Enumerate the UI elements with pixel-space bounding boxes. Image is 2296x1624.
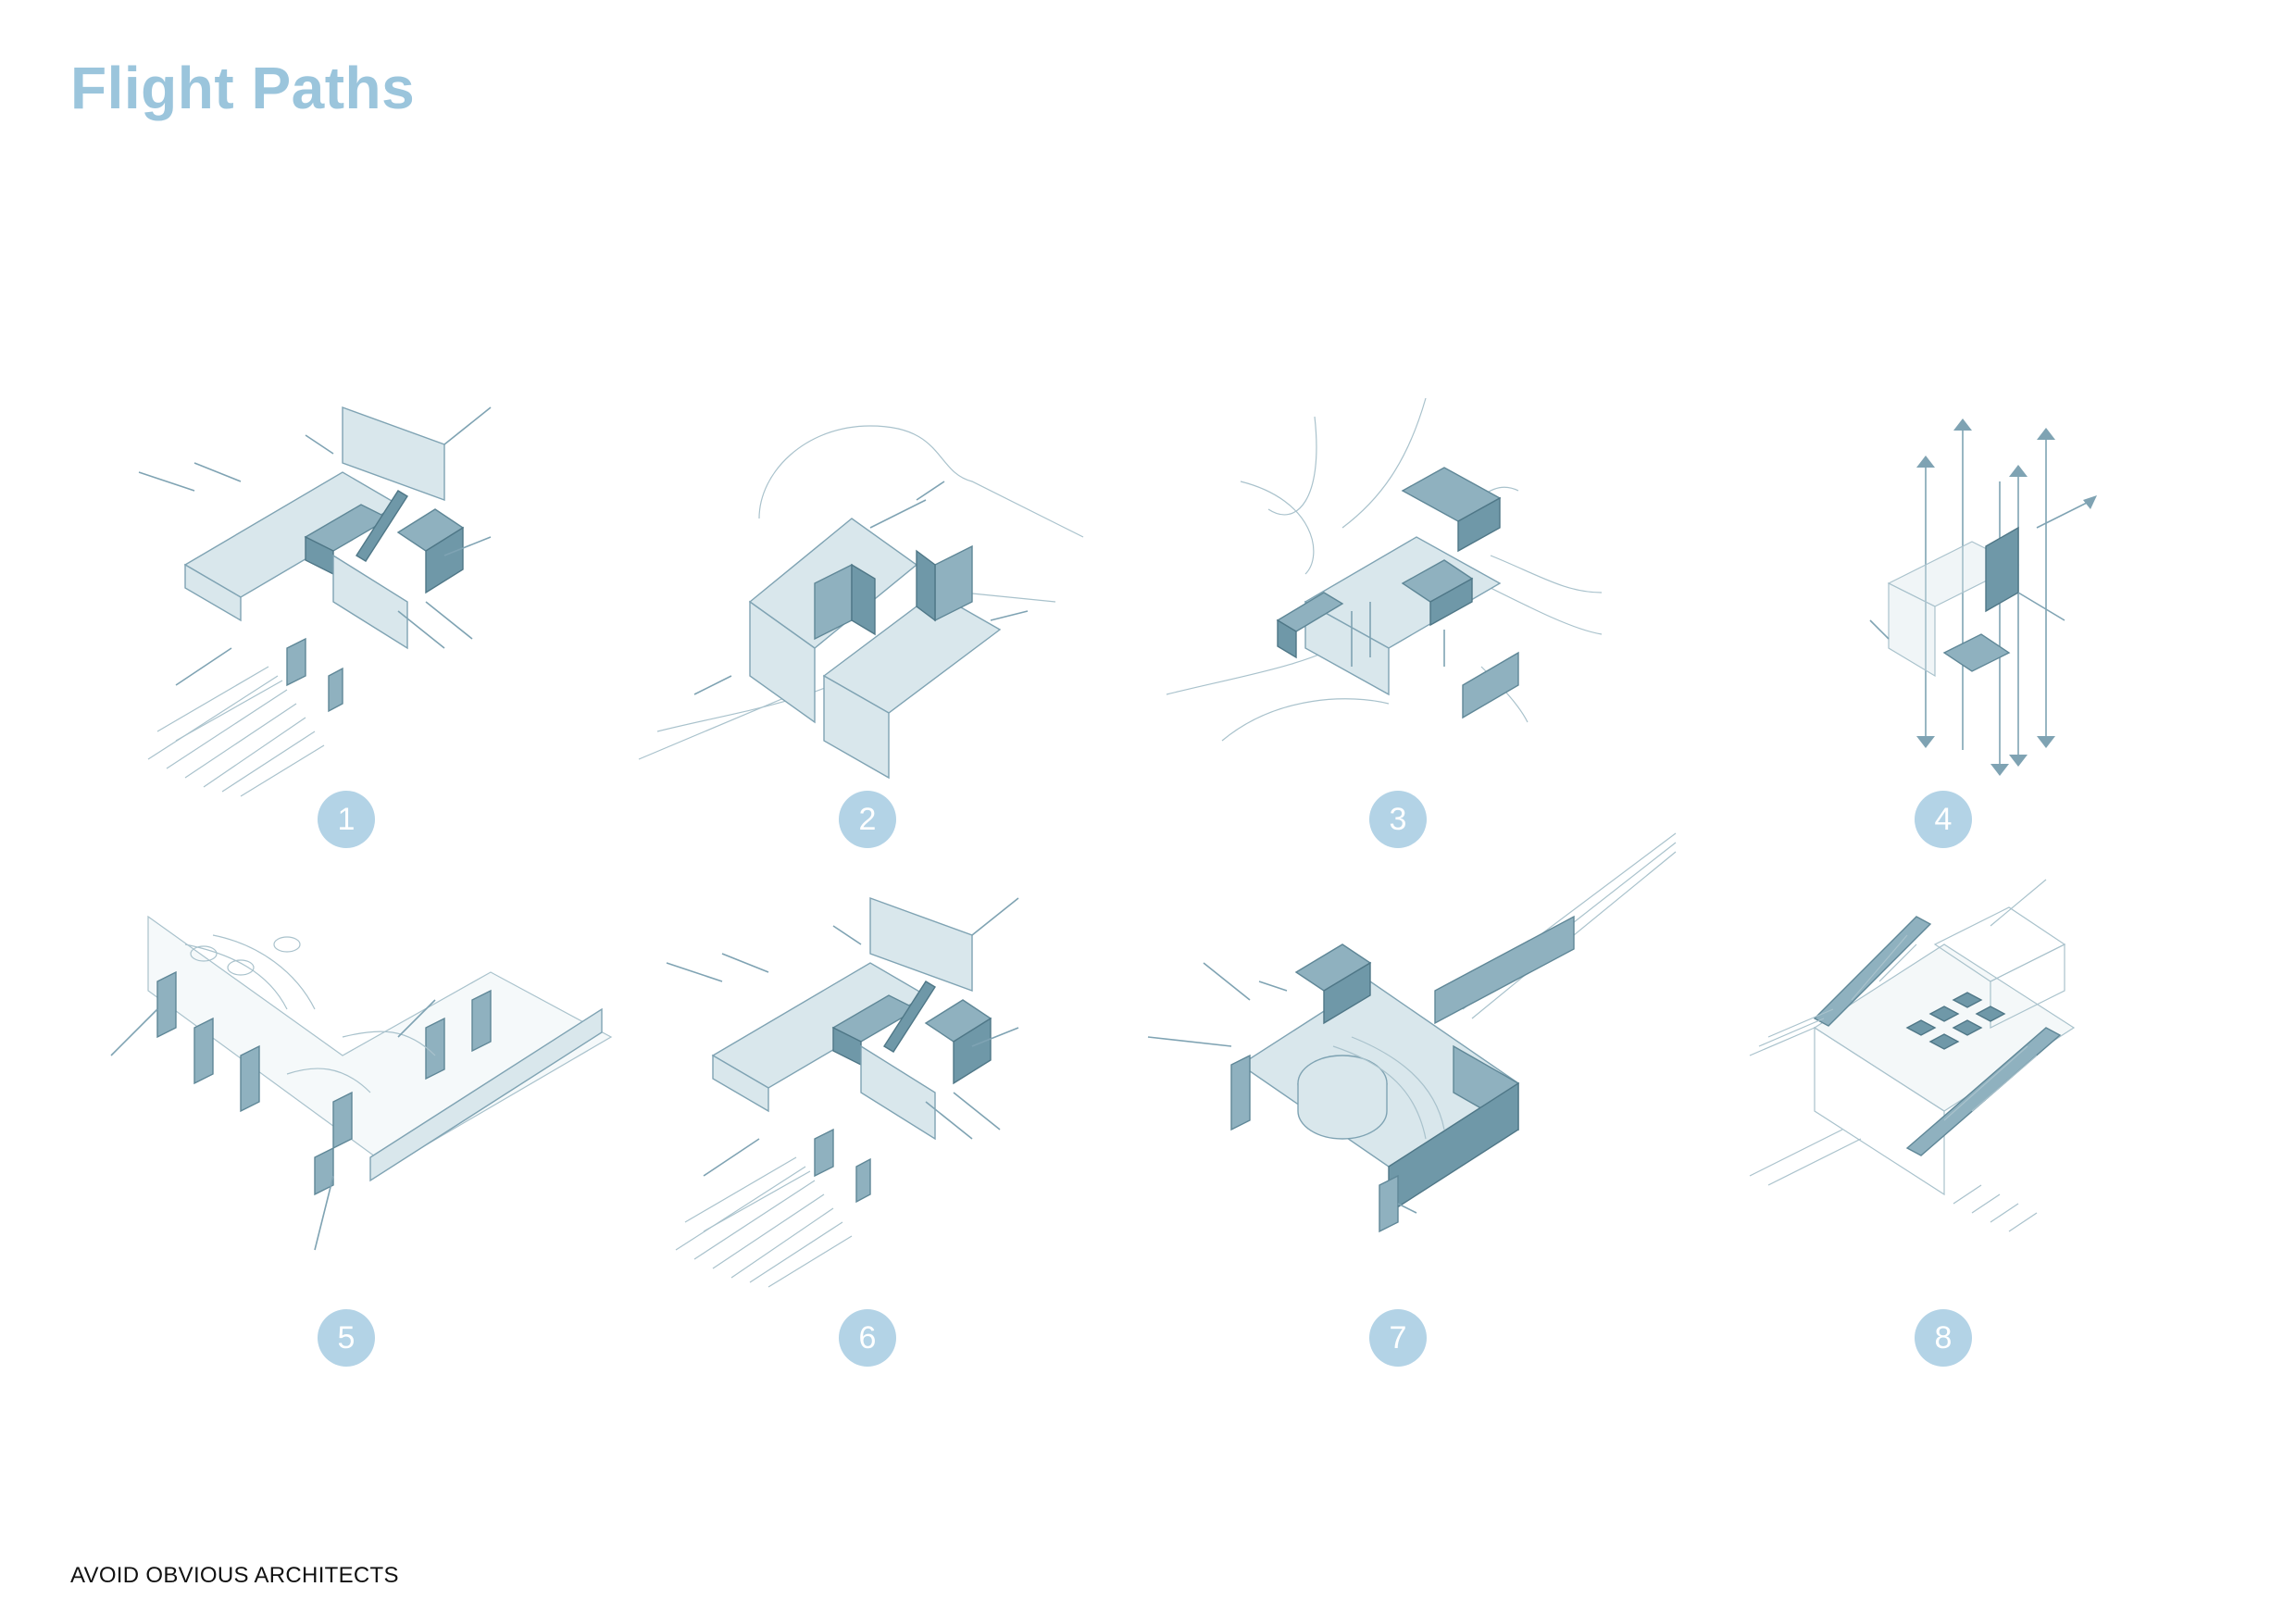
axonometric-diagram-8 <box>1741 870 2185 1315</box>
diagram-number-badge-3: 3 <box>1369 791 1427 848</box>
footer-bold: AVOID OBVIOUS <box>70 1563 249 1588</box>
diagram-number-badge-8: 8 <box>1915 1309 1972 1367</box>
footer-credit: AVOID OBVIOUS ARCHITECTS <box>70 1563 399 1589</box>
diagram-number-badge-1: 1 <box>318 791 375 848</box>
diagram-number-badge-7: 7 <box>1369 1309 1427 1367</box>
diagram-number-badge-5: 5 <box>318 1309 375 1367</box>
axonometric-diagram-3 <box>1166 389 1611 833</box>
axonometric-diagram-6 <box>648 861 1092 1305</box>
page-title: Flight Paths <box>70 55 416 121</box>
axonometric-diagram-2 <box>638 398 1084 843</box>
axonometric-diagram-7 <box>1147 832 1677 1278</box>
footer-light: ARCHITECTS <box>248 1563 399 1588</box>
axonometric-diagram-1 <box>120 370 565 815</box>
diagram-number-badge-2: 2 <box>839 791 896 848</box>
diagram-number-badge-4: 4 <box>1915 791 1972 848</box>
axonometric-diagram-4 <box>1796 398 2240 843</box>
axonometric-diagram-5 <box>102 889 613 1333</box>
diagram-number-badge-6: 6 <box>839 1309 896 1367</box>
